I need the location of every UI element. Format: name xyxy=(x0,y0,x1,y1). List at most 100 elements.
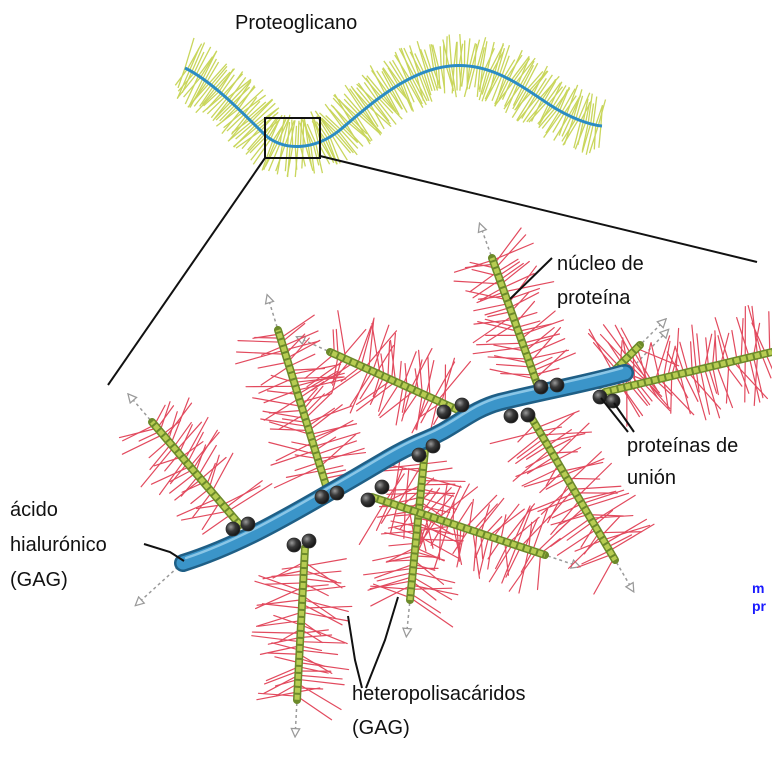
small-bristle xyxy=(439,68,440,89)
heteropolysaccharide-strand xyxy=(282,323,305,342)
heteropolysaccharide-strand xyxy=(697,334,700,369)
heteropolysaccharide-strand xyxy=(538,554,541,590)
small-bristle xyxy=(593,97,597,125)
heteropolysaccharide-strand xyxy=(154,457,182,466)
tube-end-arrow-left xyxy=(136,567,178,605)
small-bristle xyxy=(449,35,451,66)
heteropolysaccharide-strand xyxy=(373,325,389,371)
heteropolysaccharide-strand xyxy=(715,331,717,365)
proteoglicano-title: Proteoglicano xyxy=(235,12,357,34)
link-protein-sphere xyxy=(315,490,329,504)
dashed-arrow xyxy=(642,320,665,343)
dashed-arrow xyxy=(267,296,277,328)
heteropolysaccharide-strand xyxy=(297,696,331,720)
heteropolysaccharide-strand xyxy=(494,228,521,264)
dashed-arrow xyxy=(406,603,409,636)
heteropolysaccharide-strand xyxy=(680,374,690,414)
heteropolysaccharide-strand xyxy=(501,374,534,375)
link-protein-sphere xyxy=(226,522,240,536)
zoom-line-right xyxy=(320,156,757,262)
heteropolysaccharide-strand xyxy=(298,679,344,684)
heteropolysaccharide-strand xyxy=(160,460,185,494)
heteropolysaccharide-strand xyxy=(307,406,352,422)
heteropolysaccharide-strand xyxy=(266,667,298,681)
heteropolysaccharide-strand xyxy=(517,439,543,459)
heteropolysaccharide-strand xyxy=(300,642,344,643)
cut-off-text-line1: m xyxy=(752,580,764,596)
heteropolysaccharide-strand xyxy=(594,558,614,594)
heteropolysaccharide-strand xyxy=(651,343,659,379)
small-bristle xyxy=(400,84,412,111)
link-protein-sphere xyxy=(550,378,564,392)
heteropolysaccharide-strand xyxy=(284,341,318,350)
heteropolysaccharide-strand xyxy=(671,376,672,413)
dashed-arrow xyxy=(548,556,579,566)
heteropolysaccharide-strand xyxy=(509,552,536,591)
heteropolysaccharide-strand xyxy=(411,593,441,612)
heteropolysaccharide-strand xyxy=(262,604,301,608)
heteropolysaccharide-strand xyxy=(565,459,604,475)
heteropolysaccharide-strand xyxy=(373,552,415,561)
hyaluronic-label-line1: ácido xyxy=(10,499,58,521)
heteropolysaccharide-strand xyxy=(185,418,208,461)
heteropoly-label-line1: heteropolisacáridos xyxy=(352,683,525,705)
small-bristle xyxy=(475,67,478,87)
heteropolysaccharide-strand xyxy=(123,425,155,441)
link-protein-sphere xyxy=(437,405,451,419)
heteropolysaccharide-strand xyxy=(493,504,519,537)
heteropolysaccharide-strand xyxy=(269,410,302,413)
link-protein-sphere xyxy=(521,408,535,422)
heteropolysaccharide-strand xyxy=(438,362,471,401)
cut-off-text-line2: pr xyxy=(752,598,767,614)
heteropolysaccharide-strand xyxy=(261,419,308,426)
heteropolysaccharide-strand xyxy=(411,585,457,595)
small-bristle xyxy=(529,103,546,123)
heteropolysaccharide-strand xyxy=(193,492,212,518)
heteropoly-label-line2: (GAG) xyxy=(352,717,410,739)
core-protein-label-line2: proteína xyxy=(557,287,631,309)
heteropolysaccharide-strand xyxy=(487,323,516,341)
heteropolysaccharide-strand xyxy=(741,319,743,360)
heteropolysaccharide-strand xyxy=(691,342,693,371)
link-protein-sphere xyxy=(361,493,375,507)
small-bristle xyxy=(446,36,447,66)
heteropolysaccharide-strand xyxy=(533,509,548,551)
heteropolysaccharide-strand xyxy=(578,554,612,567)
heteropolysaccharide-strand xyxy=(165,403,191,438)
heteropolysaccharide-strand xyxy=(473,347,524,353)
heteropolysaccharide-strand xyxy=(717,365,733,407)
small-bristle xyxy=(295,126,296,147)
heteropolysaccharide-strand xyxy=(252,632,300,633)
link-protein-sphere xyxy=(455,398,469,412)
heteropolysaccharide-strand xyxy=(524,475,565,487)
link-protein-sphere xyxy=(504,409,518,423)
heteropolysaccharide-strand xyxy=(556,448,580,461)
heteropolysaccharide-strand xyxy=(377,573,412,581)
heteropolysaccharide-strand xyxy=(578,463,612,496)
heteropolysaccharide-strand xyxy=(477,343,523,344)
heteropolysaccharide-strand xyxy=(157,406,173,428)
core-proteins xyxy=(152,258,772,700)
heteropolysaccharide-strand xyxy=(500,264,523,280)
link-protein-sphere xyxy=(287,538,301,552)
dashed-arrow xyxy=(617,563,634,591)
heteropolysaccharide-strand xyxy=(769,312,770,353)
link-proteins-label-line2: unión xyxy=(627,467,676,489)
heteropolysaccharide-strand xyxy=(228,484,272,511)
link-protein-sphere xyxy=(302,534,316,548)
small-proteoglycan-bristles xyxy=(175,34,605,177)
dashed-arrow xyxy=(480,224,491,255)
heteropolysaccharide-strand xyxy=(390,505,397,533)
heteropolysaccharide-strand xyxy=(537,411,579,428)
heteropolysaccharide-strand xyxy=(490,431,539,443)
heteropolysaccharide-strand xyxy=(270,429,309,430)
heteropolysaccharide-strand xyxy=(238,341,282,343)
link-protein-sphere xyxy=(534,380,548,394)
heteropolysaccharide-strand xyxy=(259,378,293,393)
core-protein xyxy=(330,352,458,410)
heteropolysaccharide-strand xyxy=(300,635,331,637)
heteropolysaccharide-strand xyxy=(258,362,288,368)
heteropolysaccharide-strand xyxy=(177,498,217,516)
dashed-arrow xyxy=(295,703,297,736)
